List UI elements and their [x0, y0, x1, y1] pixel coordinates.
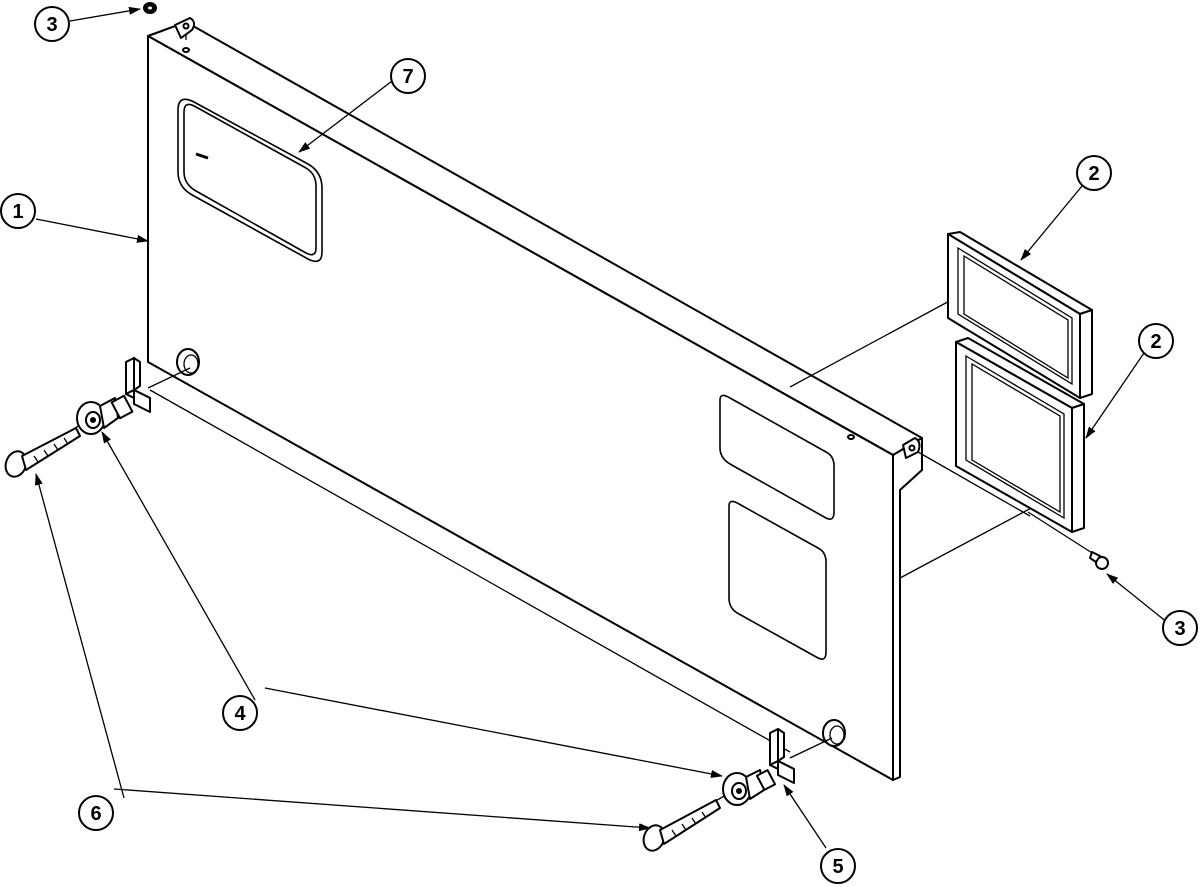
leader-7: [298, 80, 393, 153]
svg-text:1: 1: [12, 201, 23, 223]
cutout-upper-right: [719, 394, 835, 520]
svg-text:3: 3: [1174, 618, 1185, 640]
balloon-5: 5: [820, 848, 856, 884]
leader-lines: [35, 6, 1169, 849]
balloon-3-top-left: 3: [34, 6, 70, 42]
leader-5: [783, 784, 827, 849]
svg-text:4: 4: [234, 703, 246, 725]
balloon-6: 6: [78, 795, 114, 831]
bracket-left: [125, 357, 151, 413]
leader-6-right: [113, 788, 651, 832]
frame-upper: [947, 231, 1093, 399]
leader-3-right: [1106, 573, 1169, 624]
leader-3-top-left: [69, 6, 141, 22]
leader-1: [35, 218, 149, 243]
frame-lower: [955, 337, 1085, 533]
pin-right: [642, 799, 721, 852]
balloon-2-lower: 2: [1138, 323, 1174, 359]
balloon-1: 1: [0, 193, 36, 229]
leader-4-right: [264, 687, 723, 778]
grommet-left: [76, 394, 134, 435]
hole-right: [822, 719, 846, 747]
hole-left: [176, 348, 200, 376]
panel: [147, 17, 923, 781]
balloon-4: 4: [222, 695, 258, 731]
panel-front-face: [147, 35, 894, 781]
leader-2-upper: [1020, 185, 1083, 261]
svg-text:6: 6: [90, 803, 101, 825]
top-hole-left: [182, 47, 190, 53]
balloon-2-upper: 2: [1076, 155, 1112, 191]
grommet-right: [722, 769, 777, 806]
pin-left: [4, 427, 81, 478]
svg-text:3: 3: [46, 14, 57, 36]
leader-4-left: [101, 431, 256, 701]
window-cutout: [177, 98, 323, 263]
screw-right: [1089, 551, 1109, 570]
top-hole-right: [847, 434, 855, 440]
leader-6-left: [35, 473, 125, 799]
screw-top-left: [143, 2, 157, 14]
svg-text:2: 2: [1088, 163, 1099, 185]
balloon-3-right: 3: [1162, 610, 1198, 646]
svg-text:7: 7: [402, 66, 413, 88]
balloon-7: 7: [390, 58, 426, 94]
svg-text:2: 2: [1150, 331, 1161, 353]
leader-2-lower: [1085, 352, 1145, 439]
svg-text:5: 5: [832, 856, 843, 878]
bracket-right: [769, 728, 795, 784]
cutout-lower-right: [728, 500, 827, 660]
panel-right-flange: [892, 437, 923, 781]
